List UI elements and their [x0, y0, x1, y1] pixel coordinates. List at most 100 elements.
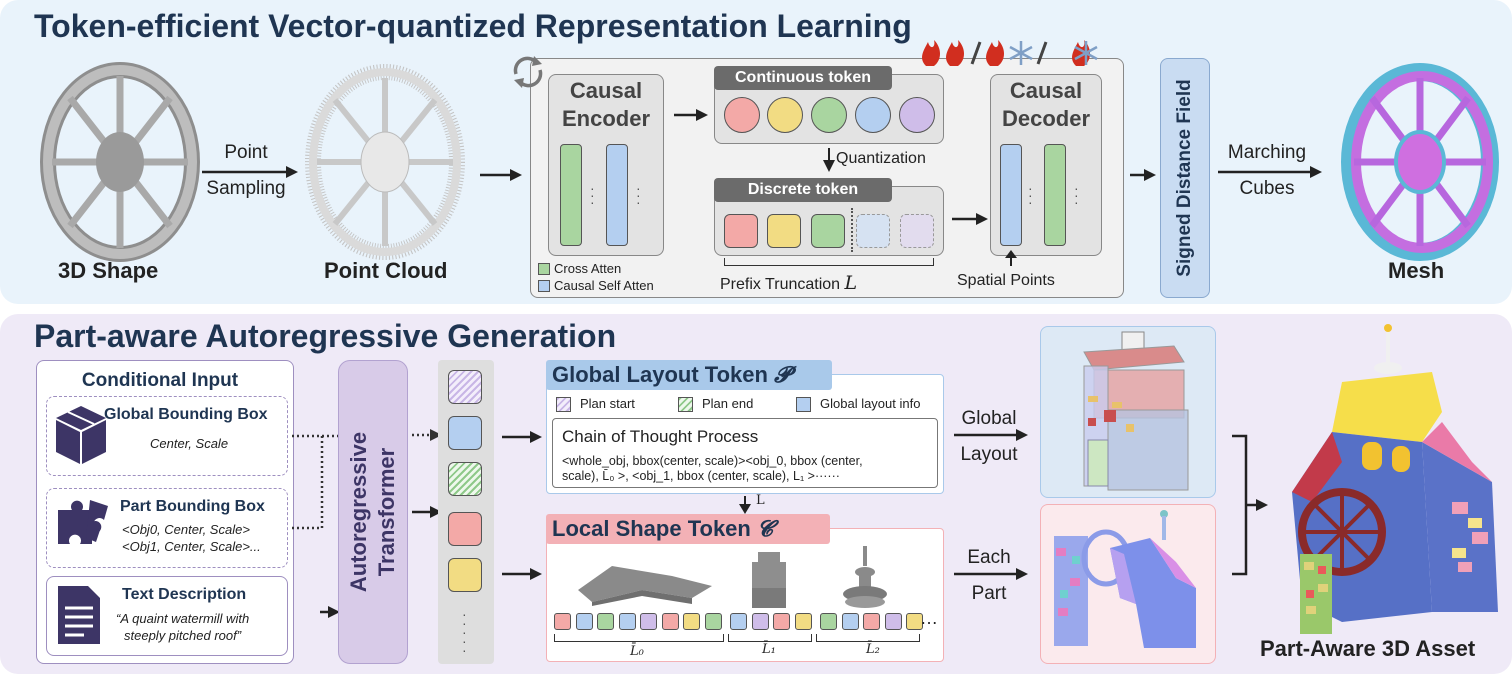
global-layout-symbol: 𝓟	[774, 362, 790, 388]
arrow-quantization	[823, 148, 835, 172]
l0-bracket	[554, 634, 724, 642]
connector-lines	[292, 434, 340, 618]
continuous-token	[724, 97, 760, 133]
discrete-token-truncated	[900, 214, 934, 248]
quantization-label: Quantization	[836, 150, 926, 167]
discrete-token	[767, 214, 801, 248]
legend-cross-swatch	[538, 263, 550, 275]
roof-part-icon	[578, 566, 712, 606]
encoder-line2: Encoder	[561, 106, 651, 131]
prefix-symbol: L	[844, 272, 858, 294]
global-bbox-card	[46, 396, 288, 476]
cot-title: Chain of Thought Process	[562, 427, 759, 446]
continuous-token	[855, 97, 891, 133]
plan-start-swatch	[556, 397, 571, 412]
global-info-swatch	[796, 397, 811, 412]
continuous-token	[811, 97, 847, 133]
sdf-box	[1160, 58, 1210, 298]
final-label: Part-Aware 3D Asset	[1260, 636, 1476, 661]
part-bbox-line2: <Obj1, Center, Scale>...	[122, 539, 261, 554]
final-asset-render	[1292, 324, 1498, 634]
token-column-dots: ·····	[462, 606, 467, 658]
continuous-token	[767, 97, 803, 133]
plan-end-swatch	[678, 397, 693, 412]
prefix-truncation-label: Prefix Truncation L	[720, 272, 857, 294]
document-icon	[58, 586, 100, 644]
l2-label: L̄₂	[866, 642, 880, 657]
discrete-token	[724, 214, 758, 248]
legend-causal-swatch	[538, 280, 550, 292]
encoder-line1: Causal	[569, 78, 643, 103]
encoder-dots-1: ···	[590, 180, 595, 210]
spire-part-icon	[843, 546, 887, 608]
global-layout-title: Global Layout Token	[552, 362, 768, 387]
legend-cross-label: Cross Atten	[554, 261, 622, 276]
global-layout-header: Global Layout Token 𝓟	[546, 360, 832, 390]
bottom-title: Part-aware Autoregressive Generation	[34, 318, 617, 354]
ar-transformer	[338, 360, 408, 664]
local-shape-mini-token	[661, 613, 679, 630]
merge-bracket	[1232, 434, 1268, 576]
local-shape-mini-token	[683, 613, 700, 630]
encoder-causal-bar	[606, 144, 628, 246]
prefix-bracket	[724, 258, 934, 266]
local-shape-token	[448, 558, 482, 592]
discrete-token-header: Discrete token	[714, 178, 892, 202]
mesh-icon	[1341, 63, 1499, 261]
cot-line1: <whole_obj, bbox(center, scale)><obj_0, …	[562, 454, 863, 468]
cot-line2: scale), L̄₀ >, <obj_1, bbox (center, sca…	[562, 469, 840, 483]
each-line1: Each	[967, 547, 1011, 568]
refresh-icon	[513, 56, 543, 88]
local-shape-mini-token	[820, 613, 837, 630]
local-shape-mini-token	[704, 613, 722, 630]
global-line1: Global	[961, 408, 1017, 429]
marching-line2: Cubes	[1239, 178, 1295, 199]
prefix-truncation-text: Prefix Truncation	[720, 276, 841, 293]
cot-box	[552, 418, 938, 488]
arrow-ar-dotted	[412, 429, 442, 441]
wheel-shape-icon	[40, 62, 200, 262]
arrow-sampling	[202, 166, 298, 178]
part-bbox-card	[46, 488, 288, 568]
text-desc-line2: steeply pitched roof”	[124, 628, 242, 643]
local-shape-header: Local Shape Token 𝓒	[546, 514, 830, 544]
local-shape-mini-token	[554, 613, 571, 630]
tower-part-icon	[752, 552, 786, 608]
l1-label: L̄₁	[762, 642, 776, 657]
layout-bbox-render	[1083, 331, 1189, 491]
discrete-token-truncated	[856, 214, 890, 248]
local-shape-title: Local Shape Token	[552, 516, 751, 541]
arrow-marching	[1218, 166, 1322, 178]
global-line2: Layout	[960, 444, 1018, 465]
text-desc-card	[46, 576, 288, 656]
decoder-causal-bar	[1000, 144, 1022, 246]
local-shape-mini-token	[618, 613, 636, 630]
local-shape-mini-token	[575, 613, 593, 630]
top-title: Token-efficient Vector-quantized Represe…	[34, 8, 912, 44]
ar-line2: Transformer	[374, 447, 399, 577]
arrow-to-encoder-block	[480, 169, 522, 181]
plan-end-token	[448, 462, 482, 496]
decoder-dots-2: ···	[1074, 180, 1079, 210]
text-desc-title: Text Description	[122, 586, 247, 603]
arrow-ar-solid	[412, 506, 442, 518]
decoder-line2: Decoder	[1001, 106, 1091, 131]
local-shape-mini-token	[773, 613, 790, 630]
l0-label: L̄₀	[630, 644, 644, 659]
part-bbox-title: Part Bounding Box	[120, 498, 265, 515]
continuous-token	[899, 97, 935, 133]
parts-render	[1054, 510, 1196, 648]
arrow-L-label: L	[756, 493, 765, 508]
marching-line1: Marching	[1227, 142, 1307, 163]
decoder-line1: Causal	[1009, 78, 1083, 103]
ar-line1: Autoregressive	[346, 431, 371, 593]
spatial-points-label: Spatial Points	[957, 272, 1055, 289]
puzzle-icon	[58, 500, 108, 544]
each-line2: Part	[971, 583, 1007, 604]
legend-causal-label: Causal Self Atten	[554, 278, 654, 293]
plan-end-label: Plan end	[702, 396, 754, 411]
arrow-encoder-to-continuous	[674, 109, 708, 121]
local-shape-mini-token	[751, 613, 769, 630]
decoder-cross-bar	[1044, 144, 1066, 246]
arrow-global-to-local	[739, 496, 751, 514]
